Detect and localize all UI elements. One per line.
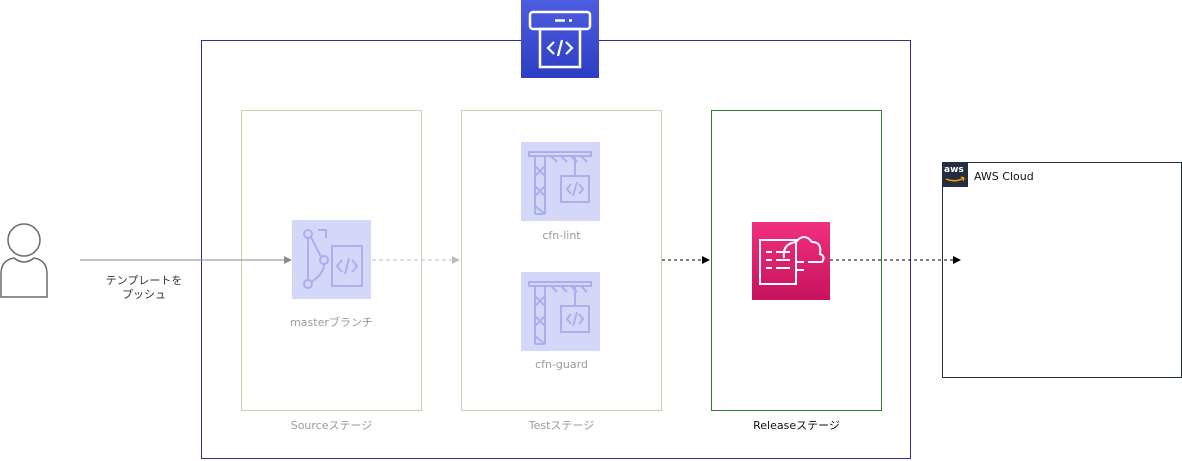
push-label-line2: プッシュ bbox=[122, 288, 166, 301]
cfn-guard-label: cfn-guard bbox=[535, 358, 588, 371]
master-branch-label: masterブランチ bbox=[290, 316, 373, 329]
aws-badge-text: aws bbox=[944, 165, 964, 175]
cloudformation-icon bbox=[752, 222, 830, 300]
codepipeline-icon bbox=[521, 0, 599, 78]
push-label: テンプレートを プッシュ bbox=[96, 274, 192, 302]
test-stage bbox=[461, 110, 662, 411]
aws-logo-icon: aws bbox=[942, 162, 968, 187]
push-label-line1: テンプレートを bbox=[105, 274, 183, 287]
release-stage bbox=[711, 110, 882, 411]
aws-cloud-label: AWS Cloud bbox=[974, 170, 1034, 183]
codebuild-crane-icon bbox=[521, 142, 600, 221]
source-stage-label: Sourceステージ bbox=[290, 419, 373, 432]
cfn-lint-label: cfn-lint bbox=[542, 229, 581, 242]
release-stage-label: Releaseステージ bbox=[753, 419, 840, 432]
test-stage-label: Testステージ bbox=[528, 419, 595, 432]
codecommit-branch-icon bbox=[292, 220, 371, 299]
user-icon bbox=[0, 223, 48, 298]
codebuild-crane-icon bbox=[521, 272, 600, 351]
